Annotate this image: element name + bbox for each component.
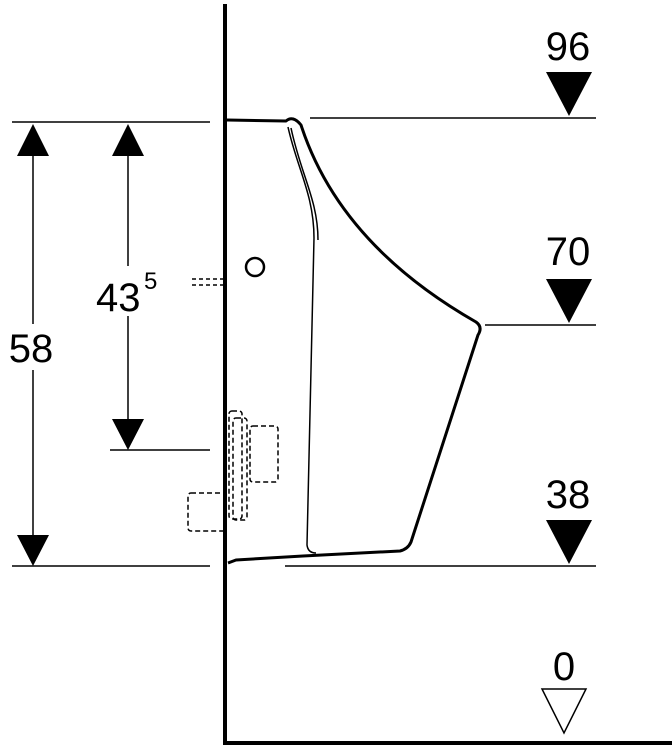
level-38-label: 38 (546, 473, 591, 517)
level-70-label: 70 (546, 230, 591, 274)
supply-pipe-dashed (192, 278, 224, 286)
dimension-58: 58 (6, 124, 60, 566)
level-marker-70: 70 (546, 230, 592, 323)
level-marker-0: 0 (540, 645, 588, 735)
level-38-filled-triangle (546, 520, 592, 564)
outlet-fitting-dashed (187, 410, 279, 532)
level-96-label: 96 (546, 25, 591, 69)
level-70-filled-triangle (546, 279, 592, 323)
dimension-43-5: 43 5 (92, 124, 170, 450)
level-96-filled-triangle (546, 72, 592, 116)
dimension-58-label: 58 (9, 327, 54, 371)
level-marker-96: 96 (546, 25, 592, 116)
level-0-label: 0 (553, 645, 575, 689)
dimension-43-superscript: 5 (144, 268, 157, 295)
urinal-outer-outline (226, 117, 482, 565)
urinal-body (226, 117, 482, 565)
urinal-inner-rim (287, 126, 317, 554)
urinal-rim-edge (290, 127, 319, 241)
level-0-outline-triangle (540, 688, 588, 735)
dimension-43-label: 43 (96, 276, 141, 320)
level-marker-38: 38 (546, 473, 592, 564)
water-inlet-icon (244, 256, 266, 278)
